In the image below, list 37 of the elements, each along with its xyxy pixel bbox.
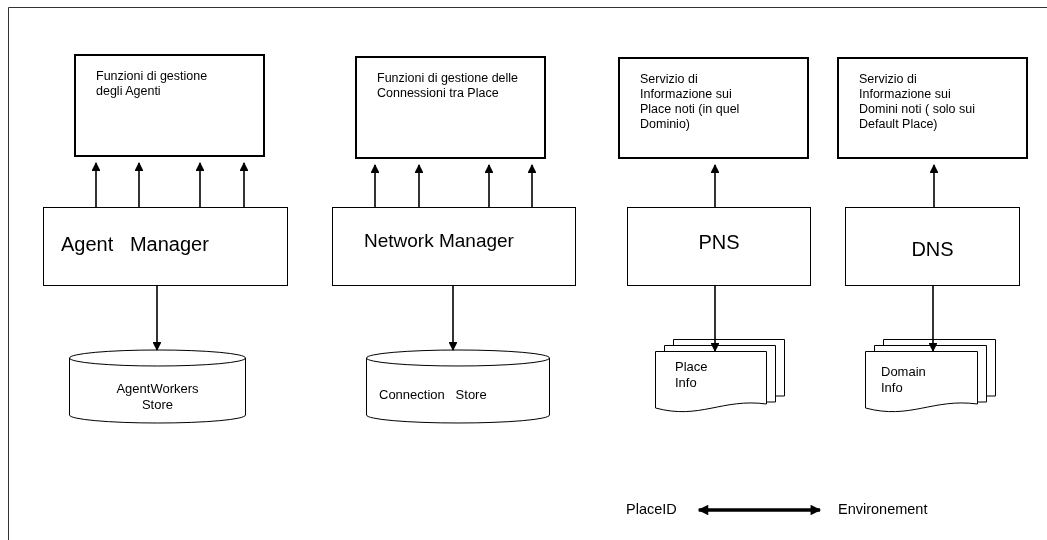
arrow [195, 162, 205, 208]
node-text: Servizio di Informazione sui Domini noti ( solo sui Default Place) [859, 72, 976, 132]
arrow [697, 504, 822, 516]
node-text: Funzioni di gestione degli Agenti [96, 69, 209, 99]
process-box [332, 207, 576, 286]
process-box [74, 54, 265, 157]
node-label: Environement [838, 501, 928, 519]
process-box [618, 57, 809, 159]
arrow [134, 162, 144, 208]
node-text: Network Manager [364, 230, 515, 253]
process-box [845, 207, 1020, 286]
node-text: PNS [697, 230, 741, 254]
arrow [710, 285, 720, 352]
arrow [370, 164, 380, 208]
arrow [414, 164, 424, 208]
node-text: Place Info [675, 359, 709, 391]
node-text: Funzioni di gestione delle Connessioni tra Place [377, 71, 519, 101]
process-box [43, 207, 288, 286]
node-label: PlaceID [626, 501, 677, 519]
node-text: Domain Info [881, 364, 927, 396]
arrow [239, 162, 249, 208]
arrow [448, 285, 458, 351]
process-box [355, 56, 546, 159]
arrow [929, 164, 939, 208]
node-text: DNS [910, 237, 955, 261]
node-text: Servizio di Informazione sui Place noti (in quel Dominio) [640, 72, 741, 132]
arrow [527, 164, 537, 208]
arrow [91, 162, 101, 208]
node-text: Agent Manager [61, 232, 210, 256]
process-box [837, 57, 1028, 159]
arrow [710, 164, 720, 208]
process-box [627, 207, 811, 286]
node-text: Connection Store [379, 387, 488, 403]
arrow [152, 285, 162, 351]
arrow [928, 285, 938, 352]
node-text: AgentWorkers Store [115, 381, 200, 413]
arrow [484, 164, 494, 208]
